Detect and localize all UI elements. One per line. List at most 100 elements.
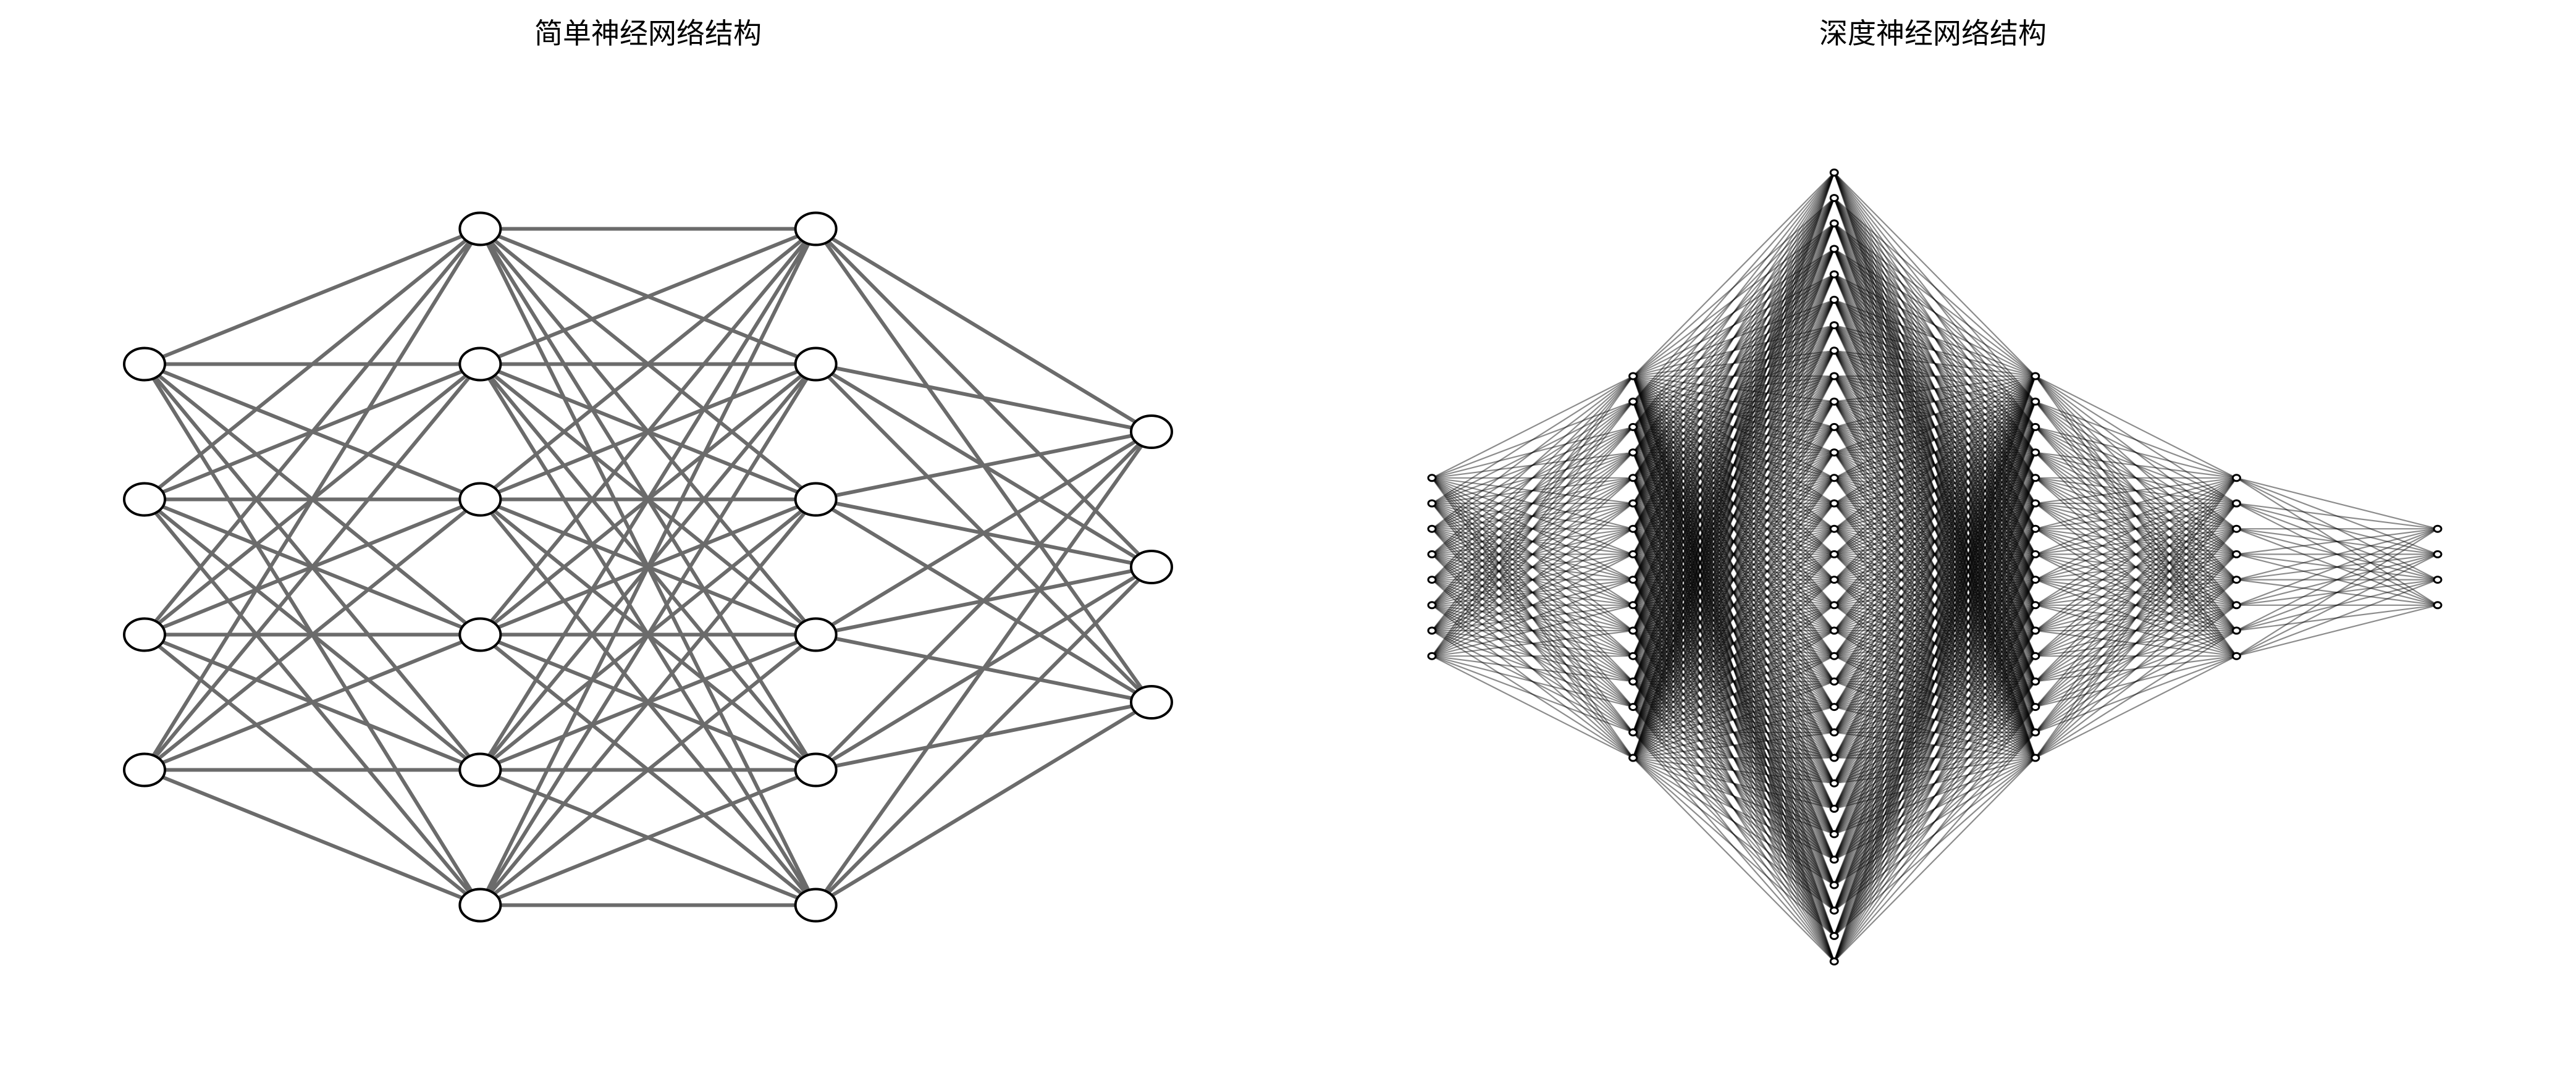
deep-edge-l0-1-15 <box>1431 503 1634 758</box>
deep-edge-l2-23-6 <box>1833 528 2036 758</box>
deep-edge-l4-2-2 <box>2236 528 2438 581</box>
deep-edge-l1-4-21 <box>1632 477 1835 708</box>
deep-edge-l1-6-0 <box>1632 172 1835 529</box>
deep-edge-l2-16-1 <box>1833 401 2036 581</box>
deep-edge-l1-0-25 <box>1632 376 1835 809</box>
deep-edge-l3-12-4 <box>2035 579 2237 682</box>
deep-node-l4-n4 <box>2231 576 2241 584</box>
deep-edge-l2-13-0 <box>1833 376 2036 504</box>
deep-edge-l3-7-5 <box>2035 553 2237 606</box>
deep-edge-l1-12-2 <box>1632 223 1835 682</box>
deep-edge-l2-19-5 <box>1833 503 2036 657</box>
deep-node-l0-n1 <box>1427 499 1437 508</box>
deep-edge-l2-17-10 <box>1834 604 2035 632</box>
deep-edge-l1-2-6 <box>1633 324 1835 428</box>
deep-edge-l3-10-7 <box>2035 629 2237 657</box>
deep-edge-l1-5-22 <box>1632 503 1835 733</box>
deep-edge-l1-3-22 <box>1632 452 1835 733</box>
deep-edge-l0-4-11 <box>1431 579 1633 657</box>
deep-edge-l1-5-20 <box>1632 503 1835 682</box>
deep-edge-l1-0-9 <box>1633 375 1835 403</box>
deep-edge-l1-1-15 <box>1632 401 1835 555</box>
deep-edge-l1-7-30 <box>1632 553 1835 936</box>
deep-edge-l1-3-16 <box>1633 452 1835 581</box>
deep-edge-l0-7-10 <box>1431 629 1633 657</box>
deep-edge-l0-7-14 <box>1431 655 1633 733</box>
deep-edge-l1-6-9 <box>1633 401 1835 530</box>
deep-edge-l3-2-3 <box>2035 426 2237 555</box>
deep-edge-l2-20-1 <box>1833 401 2036 682</box>
deep-edge-l0-7-1 <box>1431 401 1634 657</box>
deep-edge-l1-9-18 <box>1633 604 1835 632</box>
deep-edge-l2-27-10 <box>1833 630 2036 860</box>
deep-edge-l2-31-10 <box>1833 630 2036 962</box>
deep-edge-l2-31-5 <box>1833 503 2036 962</box>
deep-edge-l1-10-27 <box>1632 630 1835 860</box>
deep-edge-l1-15-7 <box>1632 350 1835 758</box>
simple-node-l2-n1 <box>794 346 838 382</box>
deep-edge-l4-6-3 <box>2236 604 2438 632</box>
deep-edge-l2-29-0 <box>1833 376 2036 911</box>
simple-edge-l2-5-1 <box>814 565 1153 907</box>
deep-edge-l2-16-2 <box>1833 426 2036 581</box>
deep-edge-l2-22-7 <box>1833 553 2036 733</box>
deep-edge-l1-4-24 <box>1632 477 1835 784</box>
deep-edge-l2-15-11 <box>1833 553 2036 657</box>
deep-edge-l2-6-11 <box>1833 325 2036 657</box>
deep-edge-l1-1-1 <box>1632 197 1835 402</box>
deep-edge-l2-12-10 <box>1833 477 2036 631</box>
deep-edge-l0-0-15 <box>1431 477 1634 758</box>
deep-edge-l2-2-8 <box>1833 223 2036 581</box>
deep-node-l5-n1 <box>2433 550 2443 558</box>
deep-edge-l3-7-0 <box>2035 477 2237 555</box>
deep-edge-l0-4-13 <box>1431 579 1634 708</box>
deep-edge-l2-28-13 <box>1833 706 2036 886</box>
deep-node-l4-n6 <box>2231 626 2241 635</box>
deep-edge-l2-10-15 <box>1833 426 2036 758</box>
deep-edge-l1-6-3 <box>1632 248 1835 529</box>
deep-node-l1-n0 <box>1628 372 1638 380</box>
deep-edge-l1-5-5 <box>1632 299 1835 504</box>
deep-edge-l1-15-12 <box>1632 477 1835 758</box>
deep-edge-l1-2-3 <box>1632 248 1835 428</box>
deep-edge-l1-9-5 <box>1632 299 1835 606</box>
deep-edge-l0-4-5 <box>1431 502 1633 581</box>
deep-edge-l2-28-9 <box>1833 605 2036 886</box>
deep-edge-l1-9-2 <box>1632 223 1835 606</box>
deep-edge-l2-2-2 <box>1833 223 2036 428</box>
deep-edge-l1-9-27 <box>1632 605 1835 860</box>
deep-edge-l2-31-4 <box>1833 477 2036 962</box>
deep-edge-l1-10-31 <box>1632 630 1835 962</box>
deep-node-l2-n12 <box>1829 474 1839 482</box>
deep-edge-l1-11-12 <box>1632 477 1835 657</box>
deep-node-l0-n2 <box>1427 524 1437 533</box>
deep-edge-l3-3-1 <box>2035 452 2237 505</box>
deep-edge-l2-17-8 <box>1834 579 2035 606</box>
deep-edge-l1-5-14 <box>1633 502 1835 530</box>
deep-edge-l2-17-15 <box>1833 604 2036 758</box>
deep-edge-l2-12-8 <box>1833 477 2036 581</box>
deep-edge-l2-0-12 <box>1833 172 2036 682</box>
deep-edge-l2-10-10 <box>1833 426 2036 631</box>
deep-edge-l2-11-6 <box>1833 452 2036 530</box>
deep-node-l2-n16 <box>1829 576 1839 584</box>
deep-edge-l1-5-1 <box>1632 197 1835 504</box>
deep-edge-l1-5-15 <box>1633 502 1835 555</box>
deep-edge-l2-23-2 <box>1833 426 2036 758</box>
deep-edge-l2-16-11 <box>1833 579 2036 657</box>
deep-edge-l1-12-12 <box>1632 477 1835 682</box>
deep-edge-l2-9-4 <box>1833 401 2036 479</box>
deep-edge-l2-6-9 <box>1833 324 2036 606</box>
deep-edge-l2-20-14 <box>1833 681 2036 733</box>
deep-edge-l4-1-3 <box>2236 503 2438 606</box>
deep-edge-l1-0-27 <box>1632 376 1835 860</box>
deep-edge-l0-2-15 <box>1431 528 1634 758</box>
deep-edge-l3-13-6 <box>2035 629 2237 708</box>
deep-edge-l1-14-7 <box>1632 350 1835 733</box>
deep-edge-l1-12-8 <box>1632 376 1835 682</box>
deep-edge-l1-7-27 <box>1632 553 1835 860</box>
simple-node-l2-n4 <box>794 752 838 788</box>
deep-edge-l1-3-8 <box>1633 375 1835 453</box>
deep-edge-l2-5-10 <box>1833 299 2036 631</box>
deep-edge-l3-12-6 <box>2035 629 2237 682</box>
